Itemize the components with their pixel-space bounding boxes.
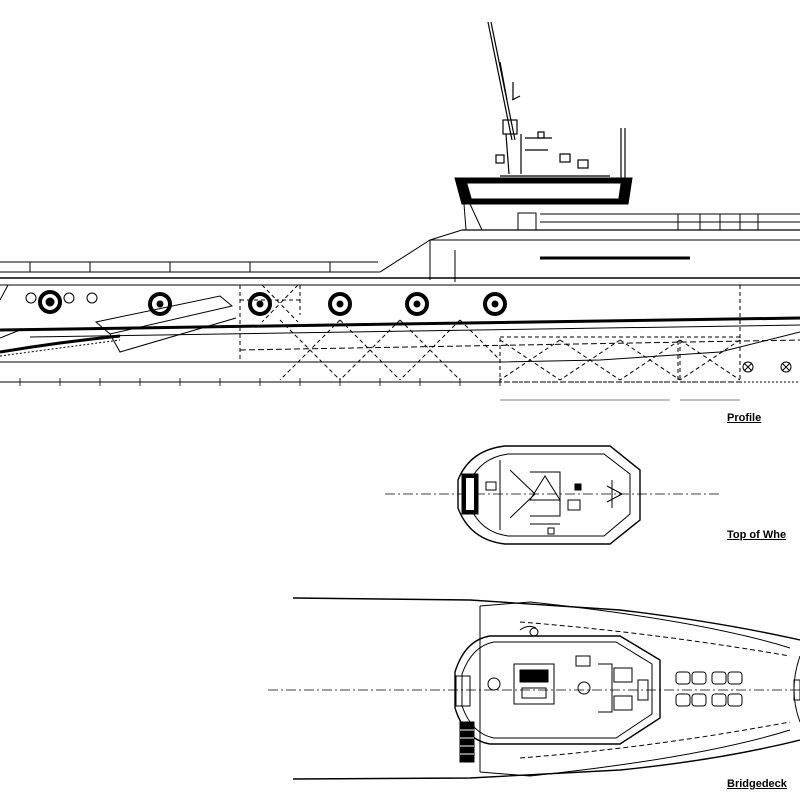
fender-row [25,290,507,316]
top-of-wheelhouse-view [385,445,720,545]
hull-profile [0,229,800,363]
top-of-wheelhouse-label: Top of Whe [727,529,787,541]
stern-ramp [94,295,237,353]
bow-thrusters [742,361,792,373]
bridgedeck-label: Bridgedeck [727,778,787,790]
profile-view [0,21,800,401]
mast [487,21,626,178]
wheelhouse-profile [454,177,800,231]
hold-bracing [239,284,741,383]
deck-containers [675,671,743,707]
frame-ruler-profile [0,378,800,401]
profile-view-label: Profile [727,412,762,424]
bridgedeck-view [268,597,800,780]
